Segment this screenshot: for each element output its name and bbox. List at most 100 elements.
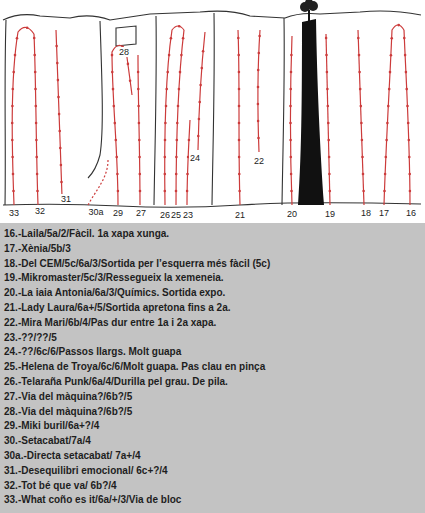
route-line <box>258 30 260 152</box>
bolt-dot <box>176 122 179 125</box>
bolt-dot <box>164 156 167 159</box>
route-note: 24.-??/6c/6/Passos llargs. Molt guapa <box>4 346 181 358</box>
roof-block <box>116 26 136 46</box>
rock-edge <box>5 20 6 205</box>
bolt-dot <box>11 122 14 125</box>
bolt-dot <box>404 54 407 57</box>
bolt-dot <box>238 139 241 142</box>
route-note: 29.-Miki buril/6a+?/4 <box>4 420 99 432</box>
route-line <box>138 55 140 205</box>
bolt-dot <box>390 37 393 40</box>
bolt-dot <box>36 190 39 193</box>
bolt-dot <box>359 88 362 91</box>
tree-crown <box>305 0 313 7</box>
bolt-dot <box>290 71 293 74</box>
route-line <box>358 30 364 205</box>
bolt-dot <box>407 122 410 125</box>
bolt-dot <box>408 173 411 176</box>
route-line <box>291 36 293 205</box>
bolt-dot <box>113 105 116 108</box>
route-line <box>56 30 62 196</box>
bolt-dot <box>289 139 292 142</box>
route-line <box>238 30 240 205</box>
bolt-dot <box>34 71 37 74</box>
bolt-dot <box>325 37 328 40</box>
bolt-dot <box>164 190 167 193</box>
callout-number: 32 <box>34 206 46 216</box>
bolt-dot <box>201 67 204 70</box>
bolt-dot <box>14 54 17 57</box>
bolt-dot <box>12 173 15 176</box>
bolt-dot <box>198 101 201 104</box>
callout-number: 29 <box>112 208 124 218</box>
bolt-dot <box>175 173 178 176</box>
bolt-dot <box>137 105 140 108</box>
route-note: 27.-Via del màquina?/6b?/5 <box>4 391 132 403</box>
rock-edge <box>154 16 156 205</box>
bolt-dot <box>238 105 241 108</box>
callout-number: 30a <box>88 207 105 217</box>
bolt-dot <box>258 52 261 55</box>
bolt-dot <box>257 69 260 72</box>
bolt-dot <box>175 190 178 193</box>
bolt-dot <box>114 122 117 125</box>
callout-number: 27 <box>135 208 147 218</box>
bolt-dot <box>238 71 241 74</box>
bolt-dot <box>405 88 408 91</box>
bolt-dot <box>117 190 120 193</box>
bolt-dot <box>328 173 331 176</box>
route-note: 26.-Telaraña Punk/6a/4/Durilla pel grau.… <box>4 376 228 388</box>
bolt-dot <box>11 105 14 108</box>
bolt-dot <box>175 156 178 159</box>
bolt-dot <box>360 105 363 108</box>
bolt-dot <box>164 139 167 142</box>
bolt-dot <box>34 88 37 91</box>
bolt-dot <box>164 173 167 176</box>
bolt-dot <box>180 54 183 57</box>
bolt-dot <box>168 54 171 57</box>
route-note: 21.-Lady Laura/6a+/5/Sortida apretona fi… <box>4 302 230 314</box>
bolt-dot <box>389 71 392 74</box>
rock-edge <box>282 18 284 205</box>
bolt-dot <box>289 88 292 91</box>
callout-number: 20 <box>286 209 298 219</box>
bolt-dot <box>385 139 388 142</box>
bolt-dot <box>58 130 61 133</box>
bolt-dot <box>237 54 240 57</box>
bolt-dot <box>16 37 19 40</box>
callout-number: 23 <box>182 210 194 220</box>
bolt-dot <box>139 173 142 176</box>
bolt-dot <box>57 96 60 99</box>
bolt-dot <box>289 122 292 125</box>
bolt-dot <box>138 122 141 125</box>
bolt-dot <box>57 79 60 82</box>
callout-number: 17 <box>378 208 390 218</box>
bolt-dot <box>326 88 329 91</box>
chimney <box>298 19 324 205</box>
bolt-dot <box>237 37 240 40</box>
bolt-dot <box>327 139 330 142</box>
route-note: 32.-Tot bé que va/ 6b?/4 <box>4 480 117 492</box>
rock-edge <box>212 13 214 205</box>
bolt-dot <box>139 190 142 193</box>
bolt-dot <box>138 156 141 159</box>
cliff-top <box>3 11 421 20</box>
callout-number: 18 <box>360 208 372 218</box>
bolt-dot <box>257 103 260 106</box>
route-line <box>12 27 34 205</box>
route-note: 33.-What coño es it/6a/+/3/Via de bloc <box>4 494 181 506</box>
bolt-dot <box>258 35 261 38</box>
bolt-dot <box>177 105 180 108</box>
bolt-dot <box>290 54 293 57</box>
route-line <box>165 26 184 205</box>
bolt-dot <box>238 190 241 193</box>
bolt-dot <box>202 50 205 53</box>
bolt-dot <box>116 173 119 176</box>
bolt-dot <box>33 37 36 40</box>
bolt-dot <box>329 190 332 193</box>
bolt-dot <box>328 156 331 159</box>
bolt-dot <box>385 156 388 159</box>
bolt-dot <box>403 37 406 40</box>
routes <box>11 24 411 205</box>
bolt-dot <box>197 135 200 138</box>
